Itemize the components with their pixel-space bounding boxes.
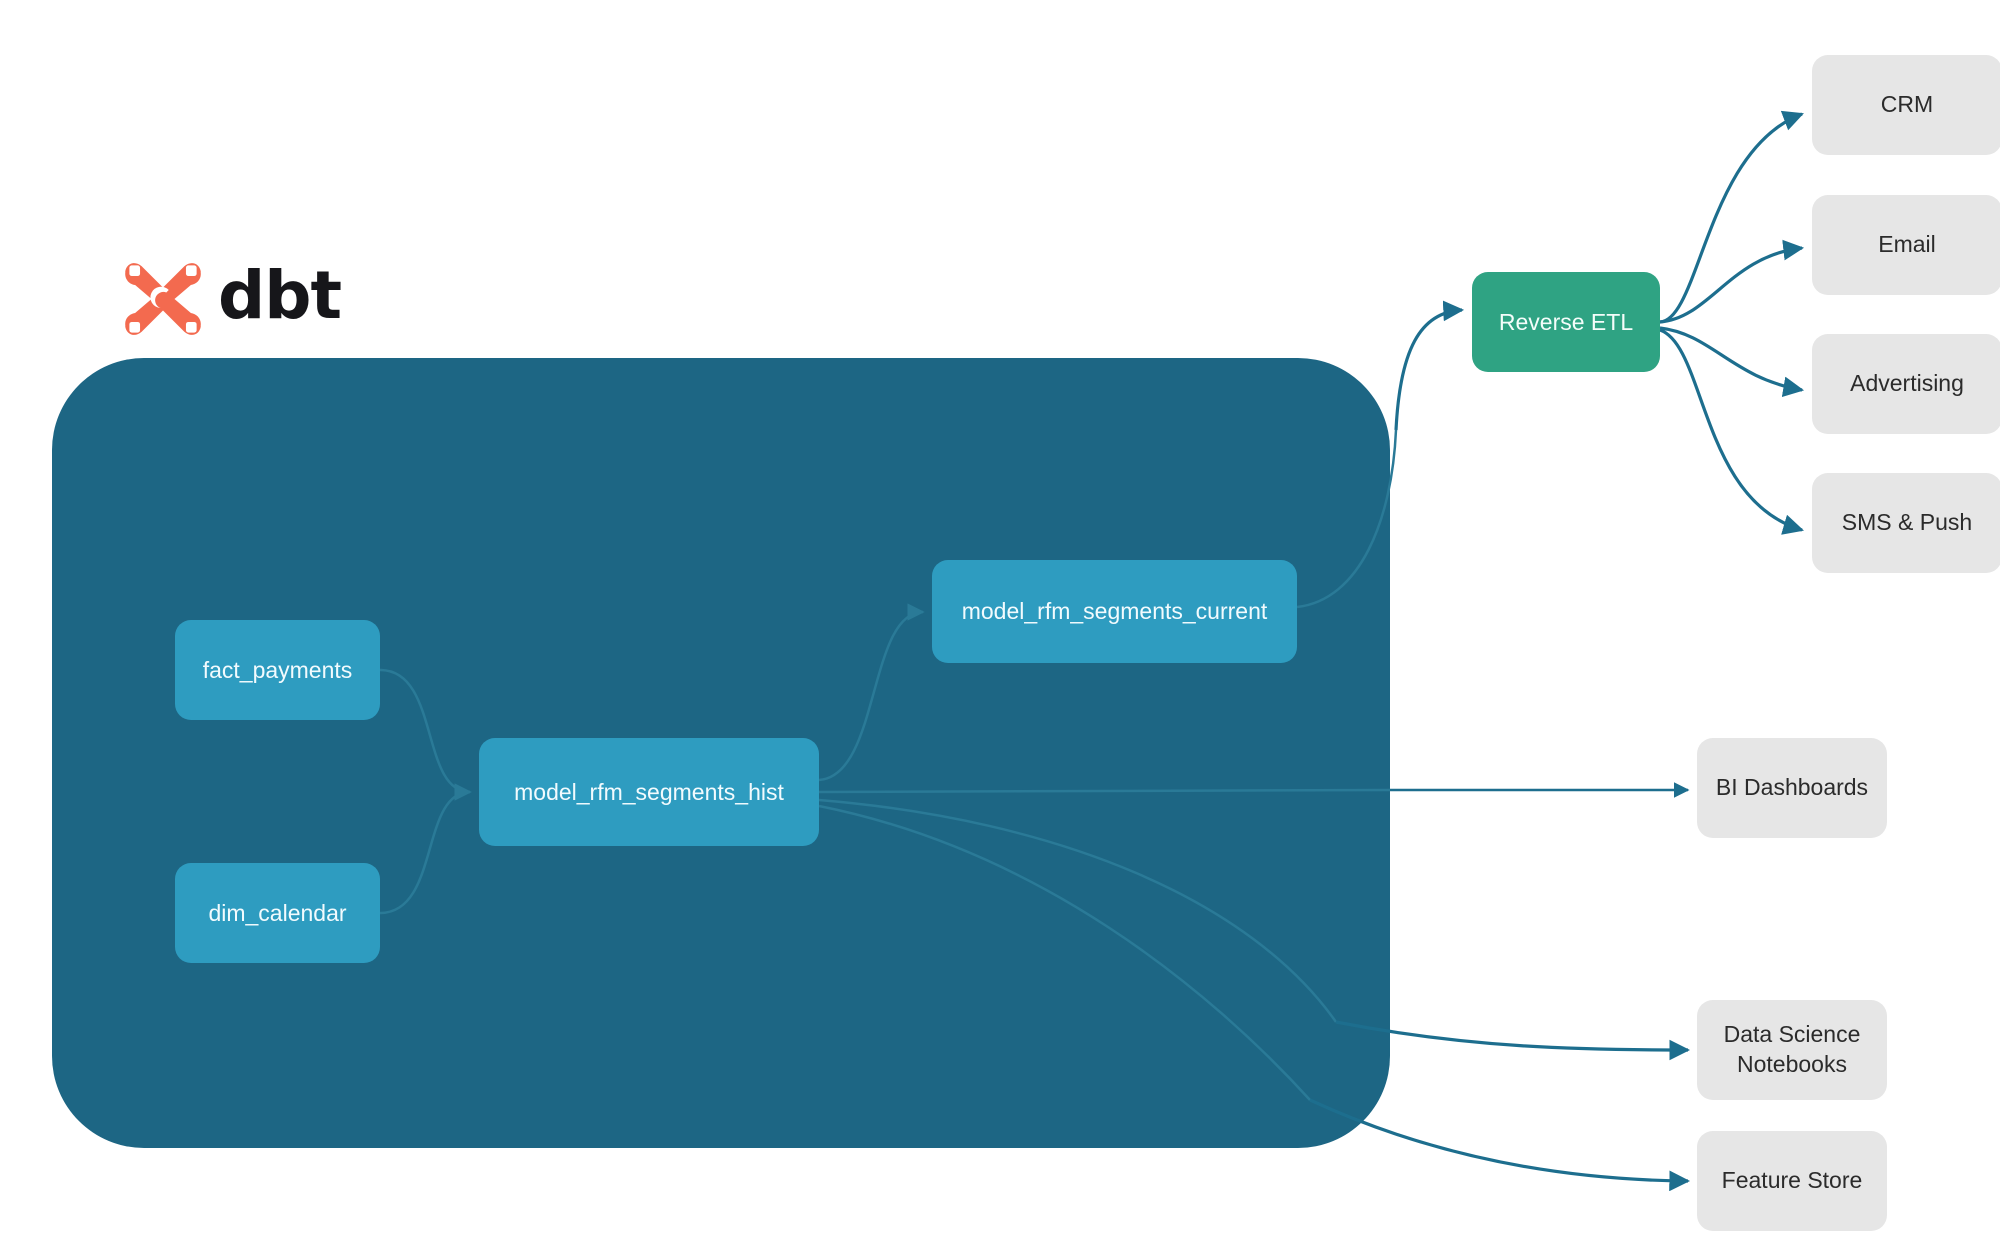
node-label-line1: Data Science <box>1723 1021 1861 1048</box>
node-dim-calendar[interactable]: dim_calendar <box>175 863 380 963</box>
node-feature-store[interactable]: Feature Store <box>1697 1131 1887 1231</box>
node-label: Data Science Notebooks <box>1724 1020 1861 1080</box>
node-email[interactable]: Email <box>1812 195 2000 295</box>
node-model-rfm-segments-hist[interactable]: model_rfm_segments_hist <box>479 738 819 846</box>
node-label: Advertising <box>1850 370 1964 397</box>
edge-reverse-etl-to-sms-push <box>1659 328 1804 535</box>
node-label: model_rfm_segments_current <box>961 598 1268 625</box>
node-label: BI Dashboards <box>1715 774 1869 801</box>
edge-reverse-etl-to-email <box>1659 239 1805 324</box>
edge-reverse-etl-to-crm <box>1659 110 1804 324</box>
edge-rfm-current-to-reverse-etl <box>1394 300 1465 431</box>
dbt-wordmark: dbt <box>218 257 342 334</box>
node-reverse-etl[interactable]: Reverse ETL <box>1472 272 1660 372</box>
node-label: dim_calendar <box>208 899 347 926</box>
node-label: SMS & Push <box>1841 509 1973 536</box>
node-fact-payments[interactable]: fact_payments <box>175 620 380 720</box>
node-label: Reverse ETL <box>1498 308 1634 335</box>
node-label: CRM <box>1880 91 1934 118</box>
node-label: model_rfm_segments_hist <box>514 778 784 805</box>
node-bi-dashboards[interactable]: BI Dashboards <box>1697 738 1887 838</box>
node-advertising[interactable]: Advertising <box>1812 334 2000 434</box>
node-sms-push[interactable]: SMS & Push <box>1812 473 2000 573</box>
node-model-rfm-segments-current[interactable]: model_rfm_segments_current <box>932 560 1297 663</box>
node-label: Feature Store <box>1721 1167 1863 1194</box>
edge-reverse-etl-to-advertising <box>1659 326 1805 398</box>
node-label-line2: Notebooks <box>1737 1051 1847 1077</box>
node-label: fact_payments <box>202 656 353 683</box>
node-data-science-notebooks[interactable]: Data Science Notebooks <box>1697 1000 1887 1100</box>
node-label: Email <box>1878 231 1936 258</box>
node-crm[interactable]: CRM <box>1812 55 2000 155</box>
dbt-logo: dbt <box>122 257 342 340</box>
dbt-x-mark-icon <box>125 263 201 335</box>
